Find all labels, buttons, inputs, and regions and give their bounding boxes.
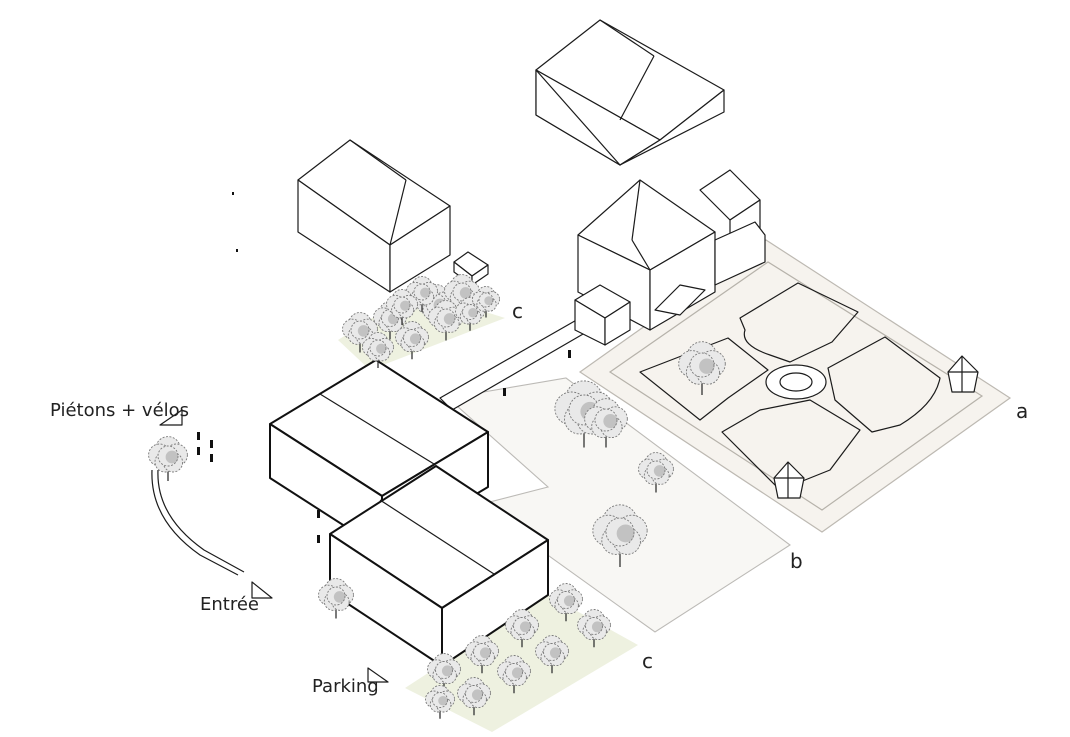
tree-icon xyxy=(427,653,461,692)
label-b: b xyxy=(790,549,803,573)
tree-icon xyxy=(457,677,491,716)
tree-icon xyxy=(428,300,464,341)
tree-icon xyxy=(406,276,438,312)
tree-icon xyxy=(584,398,628,448)
barn-left xyxy=(297,139,489,293)
label-c-top: c xyxy=(512,299,523,323)
gazebo-icon xyxy=(947,355,979,393)
label-c-bottom: c xyxy=(642,649,653,673)
winding-path-edge xyxy=(157,469,245,573)
tree-icon xyxy=(549,583,583,622)
tree-icon xyxy=(148,436,188,481)
person-icon xyxy=(210,454,213,462)
tree-icon xyxy=(678,341,726,395)
tree-icon xyxy=(465,635,499,674)
main-house xyxy=(574,169,766,346)
direction-arrow-icon xyxy=(251,581,273,599)
tree-icon xyxy=(342,312,378,353)
tree-icon xyxy=(505,609,539,648)
barn-top xyxy=(535,19,725,166)
person-icon xyxy=(210,440,213,448)
direction-arrow-icon xyxy=(367,667,389,683)
person-icon xyxy=(317,510,320,518)
tree-icon xyxy=(395,321,429,360)
tree-icon xyxy=(577,609,611,648)
formal-garden xyxy=(578,239,1012,533)
tree-icon xyxy=(386,289,418,325)
label-a: a xyxy=(1016,399,1028,423)
tree-icon xyxy=(362,332,394,368)
tree-icon xyxy=(497,655,531,694)
winding-path xyxy=(151,469,239,576)
label-entrance: Entrée xyxy=(200,594,259,615)
person-icon xyxy=(317,535,320,543)
tree-icon xyxy=(471,285,501,318)
tree-icon xyxy=(638,452,674,493)
person-icon xyxy=(197,432,200,440)
tree-icon xyxy=(318,578,354,619)
tree-icon xyxy=(425,685,455,719)
tree-icon xyxy=(592,504,648,567)
person-icon xyxy=(197,447,200,455)
trees-group xyxy=(148,274,726,719)
marker-dot xyxy=(236,249,238,252)
person-icon xyxy=(503,388,506,396)
people-group xyxy=(197,192,571,543)
person-icon xyxy=(568,350,571,358)
tree-icon xyxy=(535,635,569,674)
label-parking: Parking xyxy=(312,676,379,697)
marker-dot xyxy=(232,192,234,195)
main-hall xyxy=(269,359,549,667)
gazebo-icon xyxy=(773,461,805,499)
direction-arrow-icon xyxy=(159,409,183,426)
label-pedestrians: Piétons + vélos xyxy=(50,400,189,421)
